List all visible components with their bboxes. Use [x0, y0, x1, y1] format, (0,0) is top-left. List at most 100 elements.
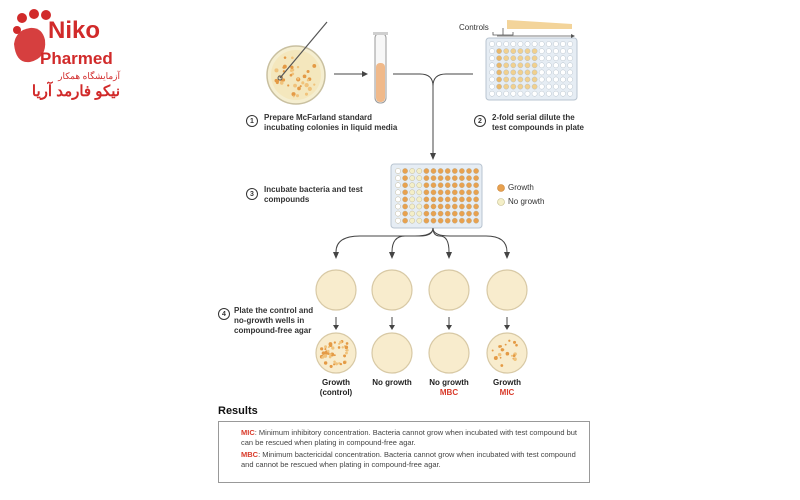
well	[510, 41, 517, 47]
well	[430, 189, 437, 196]
well	[473, 168, 479, 174]
colony	[333, 354, 336, 357]
well	[402, 196, 408, 203]
well	[503, 90, 510, 97]
well	[510, 83, 517, 90]
well	[466, 203, 472, 210]
colony	[295, 94, 300, 98]
well	[395, 189, 401, 196]
results-mbc-text: : Minimum bactericidal concentration. Ba…	[241, 450, 576, 469]
well	[451, 182, 458, 188]
well	[423, 217, 430, 224]
well	[416, 203, 423, 210]
colony	[500, 348, 504, 352]
well	[517, 83, 524, 90]
colony	[504, 343, 507, 346]
well	[538, 41, 545, 47]
well	[538, 55, 545, 62]
well	[538, 76, 545, 83]
plate-label-4: Growth MIC	[472, 378, 542, 398]
colony	[301, 81, 305, 85]
well	[451, 189, 458, 196]
well	[496, 90, 502, 97]
colony	[296, 77, 300, 80]
well	[473, 210, 479, 217]
colony	[289, 73, 293, 77]
well	[524, 41, 531, 47]
well	[423, 168, 430, 174]
well	[538, 69, 545, 76]
well	[489, 69, 495, 76]
legend-growth-label: Growth	[508, 183, 534, 192]
well	[553, 76, 559, 83]
well	[423, 175, 430, 181]
well	[473, 217, 479, 224]
colony	[344, 345, 349, 350]
colony	[345, 351, 348, 355]
well	[444, 182, 451, 188]
well	[524, 55, 531, 62]
well	[531, 41, 538, 47]
colony	[293, 83, 297, 88]
colony	[306, 69, 310, 74]
colony	[304, 82, 309, 88]
colony	[331, 346, 335, 350]
colony	[282, 66, 285, 69]
colony	[313, 83, 316, 86]
well	[430, 168, 437, 174]
well	[416, 210, 423, 217]
well	[546, 55, 552, 62]
colony	[339, 362, 343, 366]
legend-growth-marker	[497, 184, 505, 192]
colony	[297, 86, 301, 91]
plate-label-4-tag: MIC	[499, 388, 515, 397]
well	[409, 203, 416, 210]
well	[489, 55, 495, 62]
well	[517, 48, 524, 54]
well	[567, 83, 573, 90]
well	[444, 196, 451, 203]
well	[496, 55, 502, 62]
well	[496, 83, 502, 90]
well	[553, 48, 559, 54]
well	[423, 182, 430, 188]
well	[496, 41, 502, 47]
well	[416, 182, 423, 188]
step-4-line-3: compound-free agar	[234, 326, 312, 335]
well	[531, 83, 538, 90]
colony	[495, 355, 498, 358]
connector-merge-down-head	[430, 153, 436, 160]
colony	[287, 84, 290, 87]
well	[466, 168, 472, 174]
colony	[510, 354, 514, 357]
well	[466, 189, 472, 196]
well	[538, 90, 545, 97]
well	[496, 69, 502, 76]
well	[395, 210, 401, 217]
well	[531, 90, 538, 97]
step-3-line-1: Incubate bacteria and test	[264, 185, 363, 194]
well	[416, 175, 423, 181]
step-1-text: Prepare McFarland standard incubating co…	[264, 113, 414, 133]
well	[430, 217, 437, 224]
colony	[291, 56, 294, 60]
plate-label-1: Growth (control)	[301, 378, 371, 398]
well	[402, 203, 408, 210]
colony	[320, 347, 324, 351]
well	[444, 210, 451, 217]
well	[567, 48, 573, 54]
well	[538, 48, 545, 54]
well	[402, 168, 408, 174]
step-3-text: Incubate bacteria and test compounds	[264, 185, 384, 205]
colony	[512, 354, 516, 358]
well	[459, 182, 465, 188]
plate-label-2: No growth	[357, 378, 427, 388]
plate-label-2-main: No growth	[372, 378, 412, 387]
well	[473, 189, 479, 196]
well	[430, 196, 437, 203]
well	[444, 217, 451, 224]
step-2-text: 2-fold serial dilute the test compounds …	[492, 113, 612, 133]
well	[510, 48, 517, 54]
legend-no-growth-label: No growth	[508, 197, 545, 206]
well	[546, 41, 552, 47]
